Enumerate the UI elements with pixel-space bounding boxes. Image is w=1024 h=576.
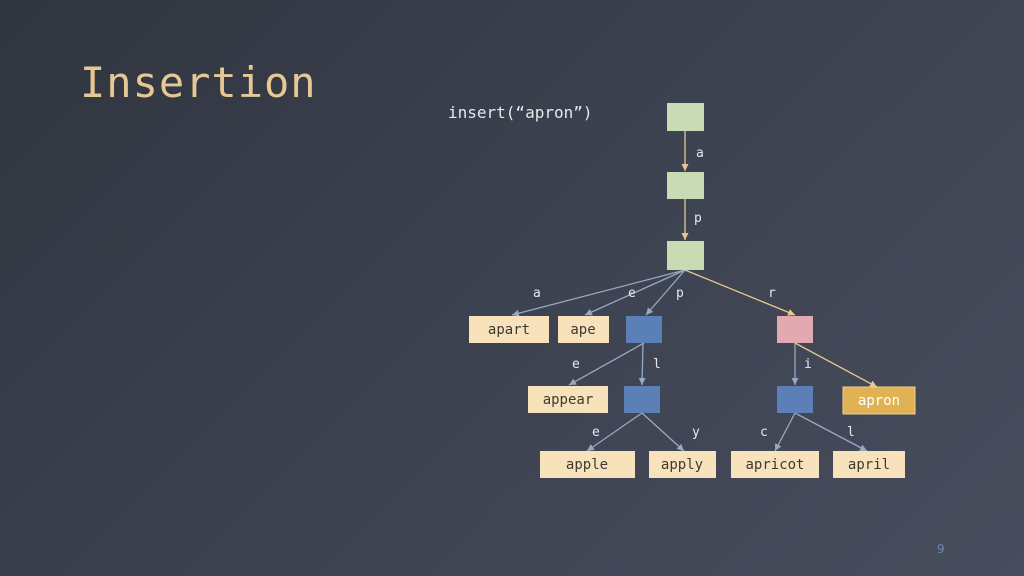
leaf-apple: apple <box>540 451 635 478</box>
leaf-apart: apart <box>469 316 549 343</box>
leaf-ape-label: ape <box>570 322 595 338</box>
insert-call-label: insert(“apron”) <box>448 103 593 122</box>
edge-label-apr-apri: i <box>804 357 812 372</box>
trie-node-apr <box>777 316 813 343</box>
edge-label-apri-april: l <box>847 425 855 440</box>
leaf-apply-label: apply <box>661 457 703 473</box>
edge-appl-apply <box>641 412 685 452</box>
trie-node-root <box>667 103 704 131</box>
edge-label-ap-apart: a <box>533 286 541 301</box>
edge-label-app-appear: e <box>572 357 580 372</box>
leaf-april-label: april <box>848 457 890 473</box>
edge-label-a-p: p <box>694 211 702 226</box>
leaf-appear: appear <box>528 386 608 413</box>
edge-app-appear <box>568 342 645 386</box>
edge-label-ap-app: p <box>676 286 684 301</box>
trie-node-a <box>667 172 704 199</box>
edge-label-ap-apr: r <box>768 286 776 301</box>
leaf-appear-label: appear <box>543 392 594 408</box>
leaf-ape: ape <box>558 316 609 343</box>
leaf-apply: apply <box>649 451 716 478</box>
leaf-apron: apron <box>842 386 916 415</box>
trie-node-ap <box>667 241 704 270</box>
edge-apr-apron <box>794 342 878 388</box>
edge-label-ap-ape: e <box>628 286 636 301</box>
leaf-apple-label: apple <box>566 457 608 473</box>
leaf-apart-label: apart <box>488 322 530 338</box>
edge-label-apri-apricot: c <box>760 425 768 440</box>
leaf-apricot-label: apricot <box>745 457 804 473</box>
edge-apri-april <box>794 412 868 452</box>
page-number: 9 <box>937 542 945 556</box>
trie-node-app <box>626 316 662 343</box>
edge-label-appl-apple: e <box>592 425 600 440</box>
trie-node-appl <box>624 386 660 413</box>
leaf-apricot: apricot <box>731 451 819 478</box>
edge-label-app-appl: l <box>653 357 661 372</box>
edge-ap-app <box>645 269 686 316</box>
edge-ap-apart <box>511 269 686 317</box>
trie-node-apri <box>777 386 813 413</box>
edge-apri-apricot <box>774 412 796 452</box>
edge-app-appl <box>638 342 646 386</box>
edge-label-appl-apply: y <box>692 425 700 440</box>
slide-title: Insertion <box>80 58 317 107</box>
edge-ap-ape <box>584 269 686 316</box>
edge-ap-apr <box>684 269 796 316</box>
edge-label-root-a: a <box>696 146 704 161</box>
leaf-april: april <box>833 451 905 478</box>
edge-appl-apple <box>586 412 643 452</box>
leaf-apron-label: apron <box>858 393 900 409</box>
